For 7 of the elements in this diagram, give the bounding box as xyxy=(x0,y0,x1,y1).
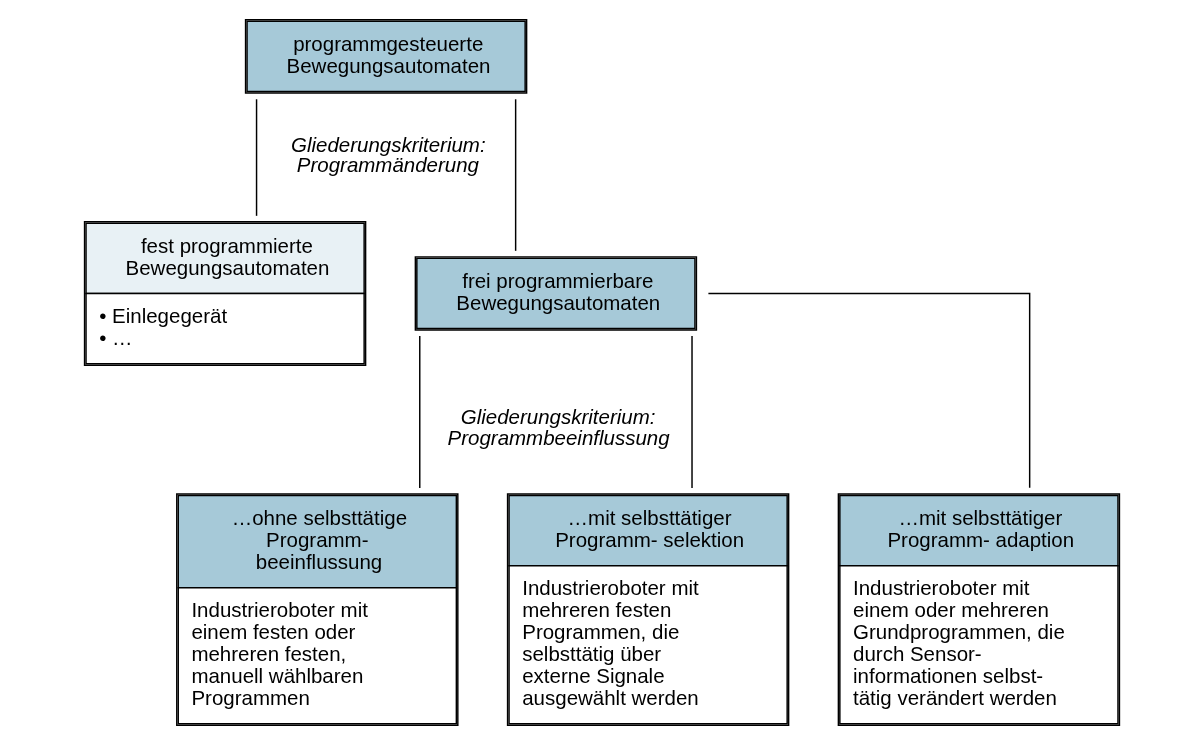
connector xyxy=(514,98,516,252)
connector xyxy=(418,335,420,489)
connector xyxy=(690,335,693,489)
label: Gliederungskriterium: Programmbeeinflussung xyxy=(447,405,670,449)
connector xyxy=(255,98,257,217)
connector xyxy=(707,292,1030,489)
label: Gliederungskriterium: Programmänderung xyxy=(290,132,486,177)
